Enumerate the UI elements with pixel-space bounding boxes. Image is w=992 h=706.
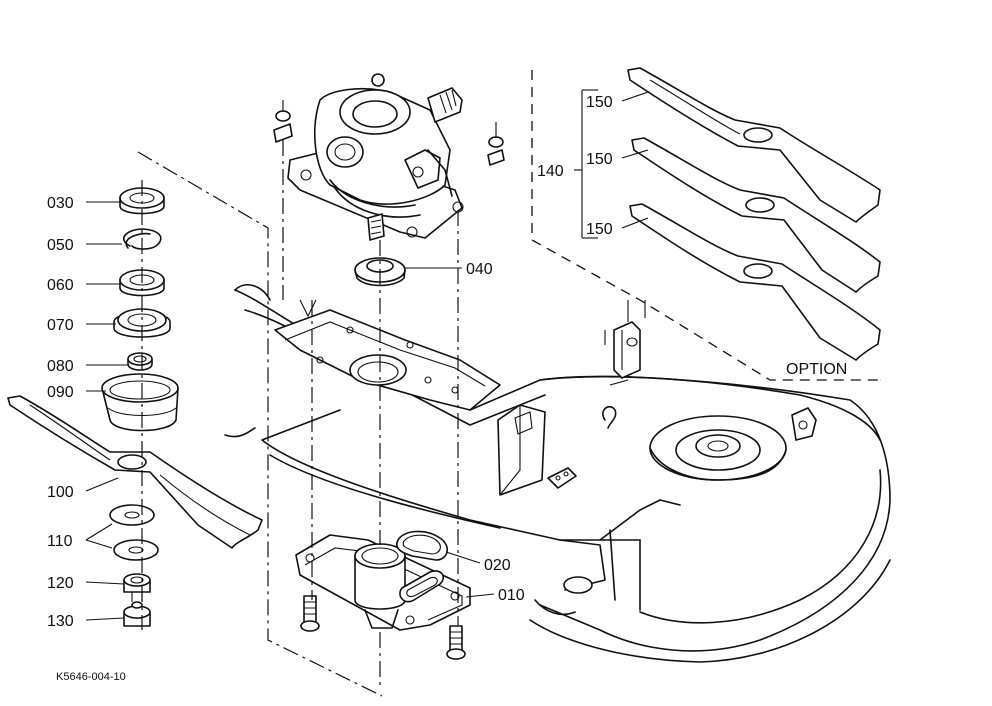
spindle-housing-010 bbox=[295, 530, 471, 660]
label-060: 060 bbox=[47, 277, 74, 294]
label-070: 070 bbox=[47, 317, 74, 334]
option-label: OPTION bbox=[786, 361, 847, 378]
label-040: 040 bbox=[466, 261, 493, 278]
label-120: 120 bbox=[47, 575, 74, 592]
option-blades bbox=[531, 67, 881, 381]
gearbox bbox=[273, 73, 505, 287]
blade-150-top bbox=[627, 67, 881, 223]
blade-150-mid bbox=[631, 137, 881, 293]
figure-code: K5646-004-10 bbox=[56, 671, 126, 683]
label-150-top: 150 bbox=[586, 94, 613, 111]
label-080: 080 bbox=[47, 358, 74, 375]
label-030: 030 bbox=[47, 195, 74, 212]
assembly-center-lines bbox=[137, 140, 459, 697]
label-150-mid: 150 bbox=[586, 151, 613, 168]
blade-150-bot bbox=[629, 203, 881, 361]
part-labels: 030 050 060 070 080 090 100 110 120 130 … bbox=[47, 94, 847, 683]
label-140: 140 bbox=[537, 163, 564, 180]
label-010: 010 bbox=[498, 587, 525, 604]
label-020: 020 bbox=[484, 557, 511, 574]
mower-deck bbox=[224, 284, 891, 663]
label-130: 130 bbox=[47, 613, 74, 630]
label-090: 090 bbox=[47, 384, 74, 401]
label-110: 110 bbox=[47, 533, 73, 550]
blade-100 bbox=[7, 395, 263, 549]
label-100: 100 bbox=[47, 484, 74, 501]
label-050: 050 bbox=[47, 237, 74, 254]
leader-lines bbox=[85, 91, 649, 621]
label-150-bot: 150 bbox=[586, 221, 613, 238]
